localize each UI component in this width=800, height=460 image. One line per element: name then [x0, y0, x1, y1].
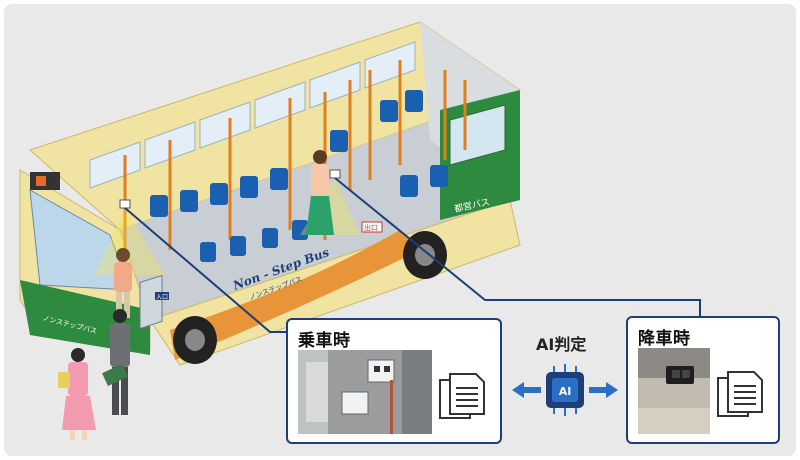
seats: [150, 90, 448, 262]
front-door-sign: [155, 292, 169, 300]
ai-chip-icon: AI: [546, 364, 584, 416]
right-arrow-icon: [589, 382, 618, 398]
left-arrow-icon: [512, 382, 541, 398]
upper-windows: [89, 41, 416, 189]
destination-sign-light: [36, 176, 46, 186]
document-icon: [439, 373, 485, 419]
alighting-title: 降車時: [638, 329, 691, 349]
front-door-label: 入口: [156, 294, 168, 301]
passenger-outside-man: [102, 309, 130, 415]
orange-swoosh: [170, 230, 420, 360]
front-sensor: [119, 199, 131, 209]
front-wheel-hub: [185, 329, 205, 351]
middle-door-label: 出口: [364, 223, 378, 232]
middle-sensor: [329, 169, 341, 179]
boarding-connector: [124, 207, 290, 333]
boarding-title: 乗車時: [298, 331, 351, 351]
boarding-card: 乗車時: [286, 318, 502, 444]
alighting-connector: [334, 177, 701, 318]
middle-door-sign: [361, 221, 383, 233]
rear-wheel-hub: [415, 244, 435, 266]
passenger-inside-middle: [306, 150, 334, 235]
alighting-card: 降車時: [626, 316, 780, 444]
ai-chip-text: AI: [559, 385, 572, 398]
passenger-inside-front: [114, 248, 132, 318]
front-door: [139, 274, 163, 330]
passenger-outside-woman: [58, 348, 96, 440]
alighting-camera-photo: [638, 348, 710, 434]
ai-judgement-graphic: AI: [512, 364, 618, 416]
front-sensor-cone: [95, 208, 165, 275]
boarding-camera-photo: [298, 350, 432, 434]
document-icon: [717, 371, 763, 417]
ai-judgement-label: AI判定: [536, 335, 587, 354]
